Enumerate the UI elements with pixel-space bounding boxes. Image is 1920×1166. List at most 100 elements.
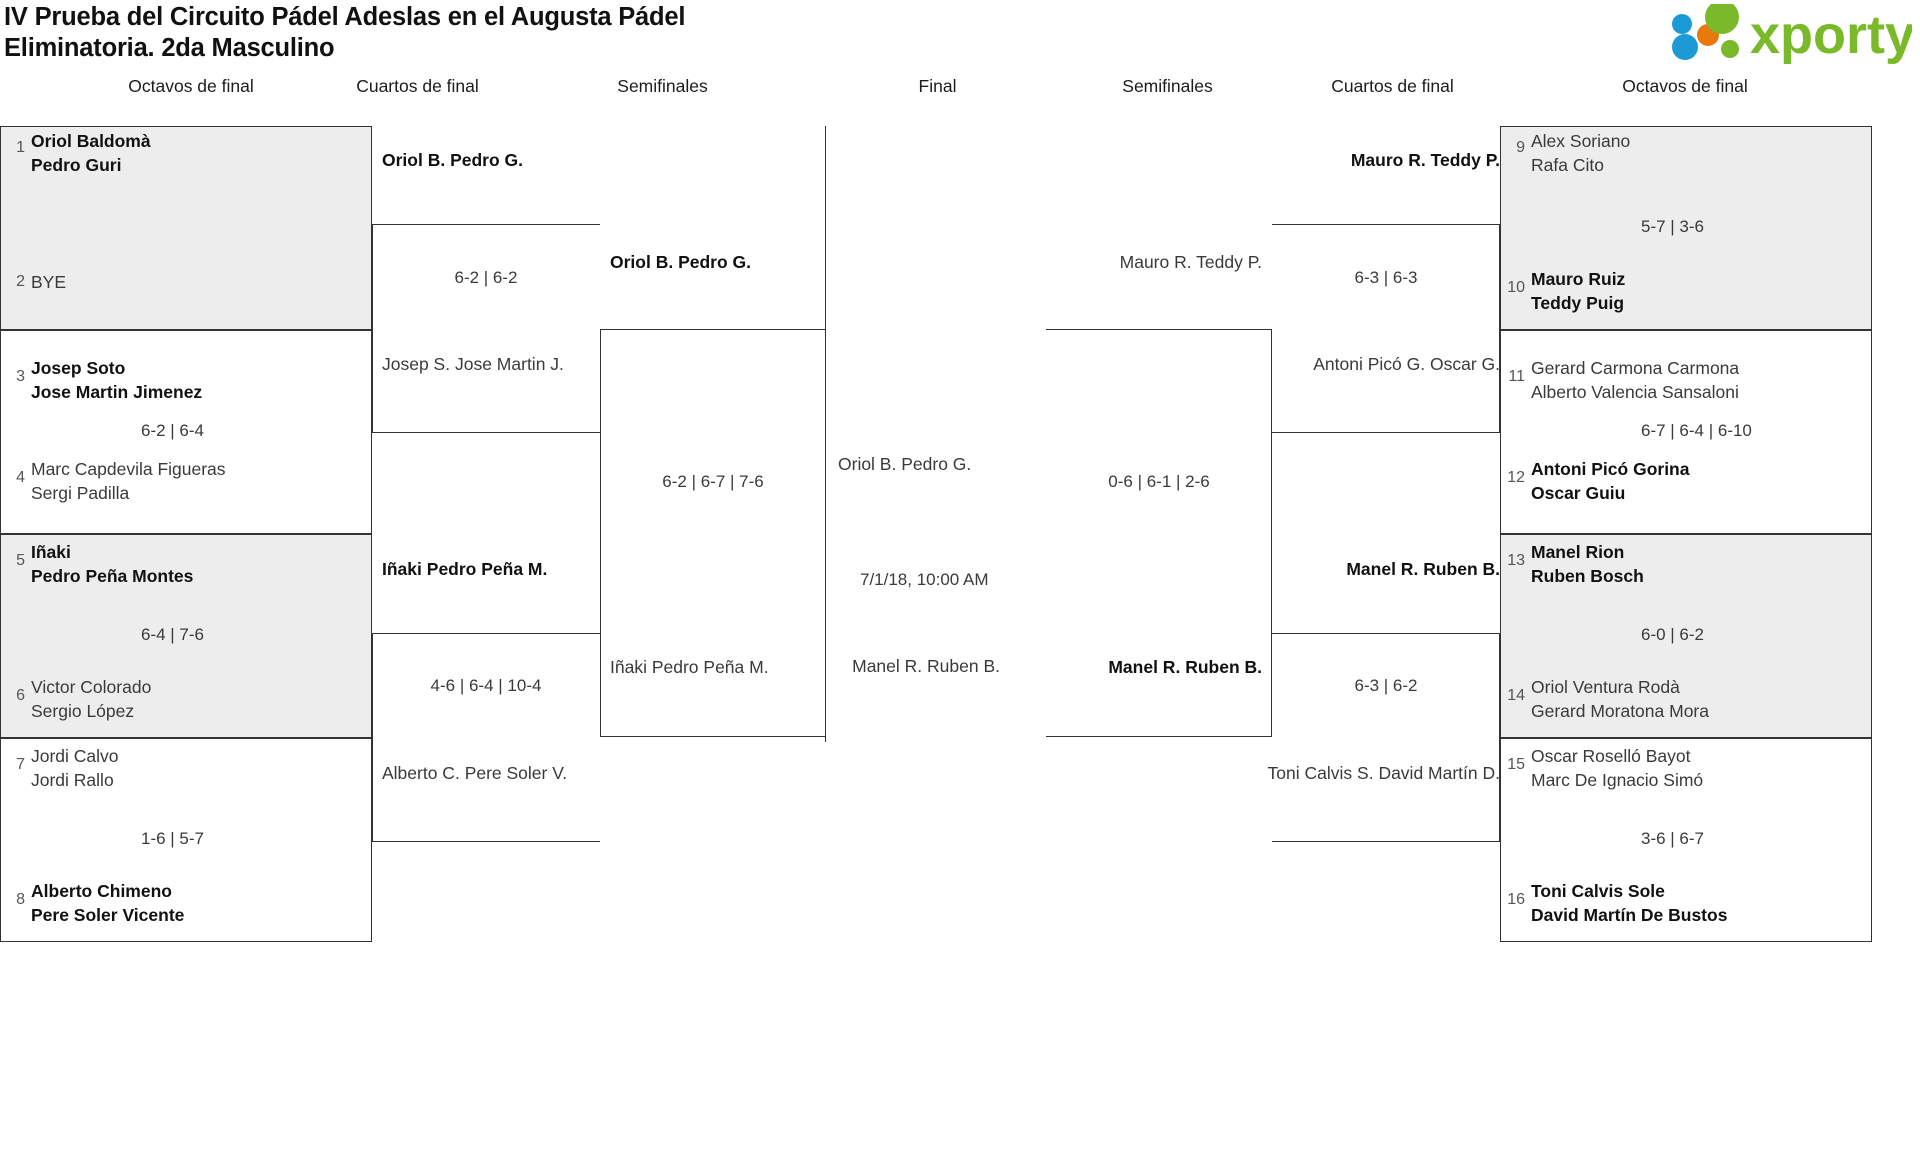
- round-label-left-r16: Octavos de final: [128, 76, 254, 96]
- round-label-right-sf: Semifinales: [1122, 76, 1213, 96]
- round-label-final: Final: [918, 76, 957, 96]
- round-label-right-qf: Cuartos de final: [1331, 76, 1454, 96]
- team-player-2: Ruben B.: [1185, 657, 1262, 677]
- match-right-r16-4[interactable]: 15 Oscar Roselló Bayot Marc De Ignacio S…: [1500, 738, 1872, 942]
- match-left-r16-4[interactable]: 7 Jordi Calvo Jordi Rallo 1-6 | 5-7 8 Al…: [0, 738, 372, 942]
- team-player-1: Oriol Baldomà: [31, 131, 151, 151]
- match-score: 6-0 | 6-2: [1641, 625, 1705, 644]
- team-name: Mauro Ruiz Teddy Puig: [1531, 267, 1625, 315]
- team-player-1: Josep S.: [382, 354, 451, 374]
- team-player-1: Iñaki: [610, 657, 647, 677]
- team-player-1: Manel Rion: [1531, 542, 1625, 562]
- match-score: 3-6 | 6-7: [1641, 829, 1705, 848]
- match-score: 6-2 | 6-4: [141, 421, 205, 440]
- team-player-1: Oriol B.: [838, 454, 897, 474]
- advancing-team-left-qf-2-bottom: Alberto C. Pere Soler V.: [382, 761, 567, 785]
- match-left-r16-1[interactable]: 1 Oriol Baldomà Pedro Guri 2 BYE: [0, 126, 372, 330]
- match-score: 5-7 | 3-6: [1641, 217, 1705, 236]
- seed-number: 8: [16, 891, 25, 908]
- team-player-2: Pedro G.: [678, 252, 752, 272]
- team-player-1: Iñaki: [382, 559, 422, 579]
- seed-number: 9: [1516, 139, 1525, 156]
- advancing-team-left-sf-bottom: Iñaki Pedro Peña M.: [610, 655, 769, 679]
- team-player-2: Pere Soler Vicente: [31, 905, 185, 925]
- team-player-1: Oriol Ventura Rodà: [1531, 677, 1680, 697]
- connector-right-qf-2: [1272, 633, 1500, 842]
- team-player-2: Jose Martin J.: [454, 354, 564, 374]
- match-right-r16-3[interactable]: 13 Manel Rion Ruben Bosch 6-0 | 6-2 14 O…: [1500, 534, 1872, 738]
- team-name: Oriol Ventura Rodà Gerard Moratona Mora: [1531, 675, 1709, 723]
- team-player-2: Marc De Ignacio Simó: [1531, 770, 1704, 790]
- page-title: IV Prueba del Circuito Pádel Adeslas en …: [4, 2, 1104, 64]
- page-title-line-1: IV Prueba del Circuito Pádel Adeslas en …: [4, 3, 686, 31]
- team-player-1: Antoni Picó Gorina: [1531, 459, 1690, 479]
- connector-left-qf-1: [372, 224, 600, 433]
- team-player-1: Toni Calvis S.: [1267, 763, 1374, 783]
- team-player-2: Teddy P.: [1430, 150, 1500, 170]
- team-player-2: Pere Soler V.: [464, 763, 568, 783]
- seed-number: 10: [1507, 279, 1525, 296]
- team-name: Oscar Roselló Bayot Marc De Ignacio Simó: [1531, 744, 1703, 792]
- team-name: Oriol Baldomà Pedro Guri: [31, 129, 151, 177]
- match-score-left-qf-2: 4-6 | 6-4 | 10-4: [430, 676, 542, 695]
- seed-number: 3: [16, 368, 25, 385]
- advancing-team-right-qf-1-bottom: Antoni Picó G. Oscar G.: [1260, 352, 1500, 376]
- team-player-1: Alex Soriano: [1531, 131, 1631, 151]
- seed-number: 16: [1507, 891, 1525, 908]
- team-player-2: Oscar G.: [1429, 354, 1500, 374]
- team-player-1: Oscar Roselló Bayot: [1531, 746, 1691, 766]
- team-player-1: Manel R.: [852, 656, 923, 676]
- advancing-team-left-qf-2-top: Iñaki Pedro Peña M.: [382, 557, 547, 581]
- final-team-right: Manel R. Ruben B.: [760, 654, 1000, 678]
- match-right-r16-2[interactable]: 11 Gerard Carmona Carmona Alberto Valenc…: [1500, 330, 1872, 534]
- team-name: Antoni Picó Gorina Oscar Guiu: [1531, 457, 1689, 505]
- team-player-2: Pedro Peña M.: [651, 657, 769, 677]
- seed-number: 1: [16, 139, 25, 156]
- team-player-1: Mauro R.: [1350, 150, 1426, 170]
- match-score: 6-4 | 7-6: [141, 625, 205, 644]
- team-name: Toni Calvis Sole David Martín De Bustos: [1531, 879, 1727, 927]
- match-right-r16-1[interactable]: 9 Alex Soriano Rafa Cito 5-7 | 3-6 10 Ma…: [1500, 126, 1872, 330]
- advancing-team-right-sf-top: Mauro R. Teddy P.: [1022, 250, 1262, 274]
- team-player-2: Ruben Bosch: [1531, 566, 1644, 586]
- match-score-left-sf: 6-2 | 6-7 | 7-6: [662, 472, 764, 491]
- seed-number: 5: [16, 552, 25, 569]
- team-player-2: Ruben B.: [927, 656, 1000, 676]
- xporty-logo[interactable]: xporty: [1652, 4, 1912, 66]
- connector-left-qf-2: [372, 633, 600, 842]
- team-name: Victor Colorado Sergio López: [31, 675, 151, 723]
- match-score-right-qf-2: 6-3 | 6-2: [1354, 676, 1418, 695]
- team-player-1: Manel R.: [1346, 559, 1419, 579]
- team-name: Jordi Calvo Jordi Rallo: [31, 744, 119, 792]
- team-name: BYE: [31, 270, 66, 294]
- team-name: Alberto Chimeno Pere Soler Vicente: [31, 879, 184, 927]
- team-player-2: Teddy Puig: [1531, 293, 1625, 313]
- team-player-1: Jordi Calvo: [31, 746, 119, 766]
- team-player-2: Gerard Moratona Mora: [1531, 701, 1709, 721]
- team-player-2: Jose Martin Jimenez: [31, 382, 203, 402]
- team-player-2: Teddy P.: [1196, 252, 1262, 272]
- match-left-r16-3[interactable]: 5 Iñaki Pedro Peña Montes 6-4 | 7-6 6 Vi…: [0, 534, 372, 738]
- final-match-datetime: 7/1/18, 10:00 AM: [860, 570, 989, 589]
- advancing-team-left-sf-top: Oriol B. Pedro G.: [610, 250, 751, 274]
- team-player-2: David Martín De Bustos: [1531, 905, 1728, 925]
- match-score-right-qf-1: 6-3 | 6-3: [1354, 268, 1418, 287]
- advancing-team-left-qf-1-top: Oriol B. Pedro G.: [382, 148, 523, 172]
- match-score-right-sf: 0-6 | 6-1 | 2-6: [1108, 472, 1210, 491]
- team-player-1: Oriol B.: [382, 150, 446, 170]
- connector-right-sf-1: [1046, 329, 1272, 737]
- page-title-line-2: Eliminatoria. 2da Masculino: [4, 34, 335, 62]
- svg-text:xporty: xporty: [1750, 5, 1912, 65]
- team-name: Marc Capdevila Figueras Sergi Padilla: [31, 457, 226, 505]
- team-player-2: Oscar Guiu: [1531, 483, 1626, 503]
- team-player-2: Pedro Peña M.: [426, 559, 548, 579]
- team-player-2: Pedro G.: [901, 454, 972, 474]
- round-label-right-r16: Octavos de final: [1622, 76, 1748, 96]
- connector-left-sf-1: [600, 329, 826, 737]
- advancing-team-right-sf-bottom: Manel R. Ruben B.: [1022, 655, 1262, 679]
- team-name: Alex Soriano Rafa Cito: [1531, 129, 1630, 177]
- seed-number: 15: [1507, 756, 1525, 773]
- page-header: IV Prueba del Circuito Pádel Adeslas en …: [0, 0, 1920, 75]
- match-left-r16-2[interactable]: 3 Josep Soto Jose Martin Jimenez 6-2 | 6…: [0, 330, 372, 534]
- connector-right-qf-1: [1272, 224, 1500, 433]
